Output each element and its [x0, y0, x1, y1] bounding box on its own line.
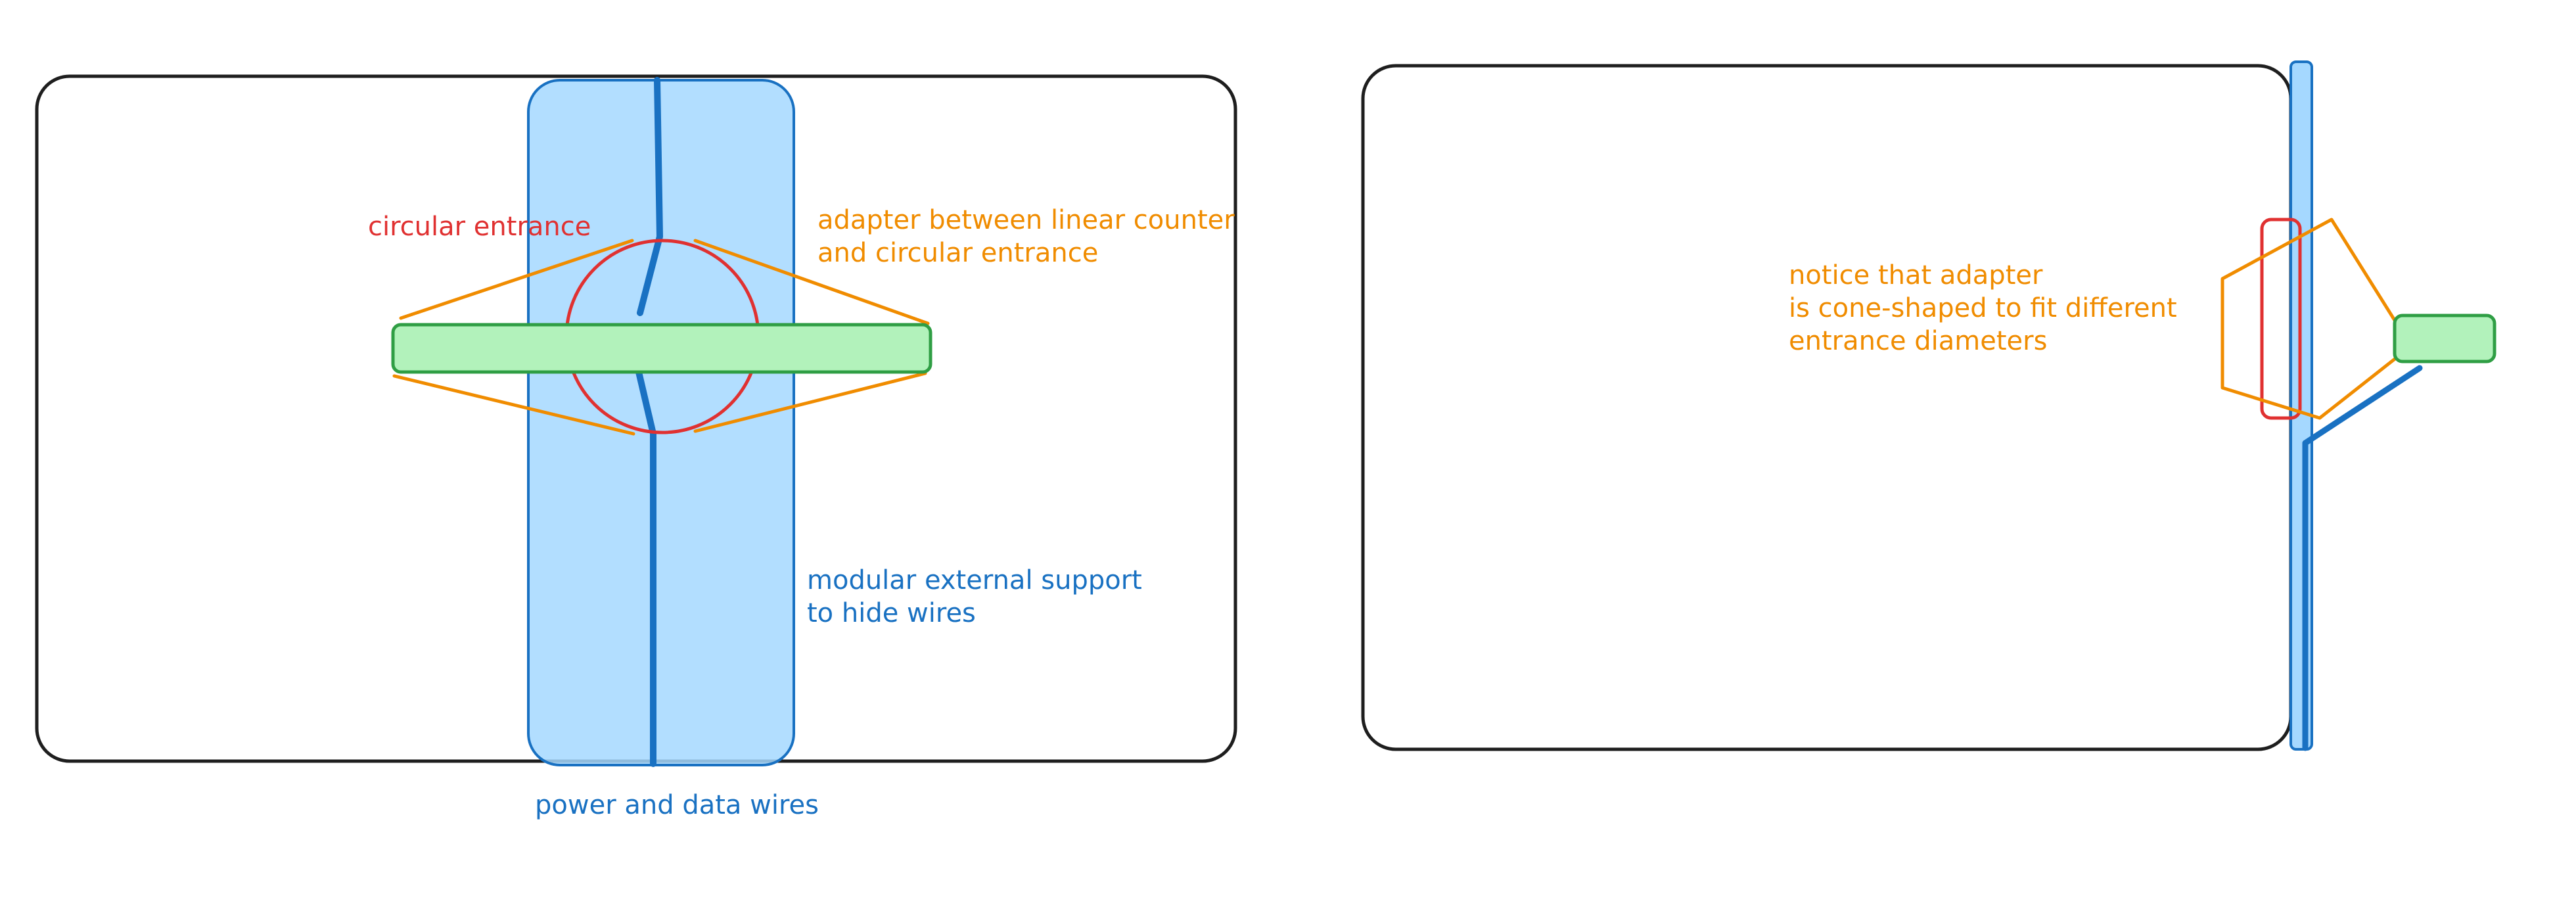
label-notice-line2: is cone-shaped to fit different	[1789, 293, 2177, 323]
label-notice: notice that adapter is cone-shaped to fi…	[1789, 260, 2185, 356]
label-circular-entrance: circular entrance	[368, 212, 591, 242]
label-adapter-line2: and circular entrance	[817, 238, 1098, 268]
wire-top	[637, 77, 663, 316]
label-support-line2: to hide wires	[807, 598, 976, 628]
front-view: circular entrance adapter between linear…	[35, 74, 1243, 820]
label-notice-line1: notice that adapter	[1789, 260, 2043, 291]
side-adapter-cone	[2220, 218, 2402, 420]
side-wire	[2302, 365, 2423, 751]
label-adapter-line1: adapter between linear counter	[817, 205, 1235, 235]
adapter-cone-lines	[392, 239, 930, 436]
label-support-line1: modular external support	[807, 565, 1142, 596]
label-power-data-wires: power and data wires	[535, 790, 819, 820]
side-linear-counter	[2393, 314, 2496, 363]
label-adapter: adapter between linear counter and circu…	[817, 205, 1243, 268]
side-panel-outline	[1361, 64, 2293, 751]
label-modular-support: modular external support to hide wires	[807, 565, 1151, 628]
wire-bottom	[635, 369, 656, 767]
side-view: notice that adapter is cone-shaped to fi…	[1361, 60, 2496, 751]
side-circular-entrance	[2260, 218, 2302, 420]
label-notice-line3: entrance diameters	[1789, 326, 2047, 356]
linear-counter-bar	[391, 323, 932, 374]
